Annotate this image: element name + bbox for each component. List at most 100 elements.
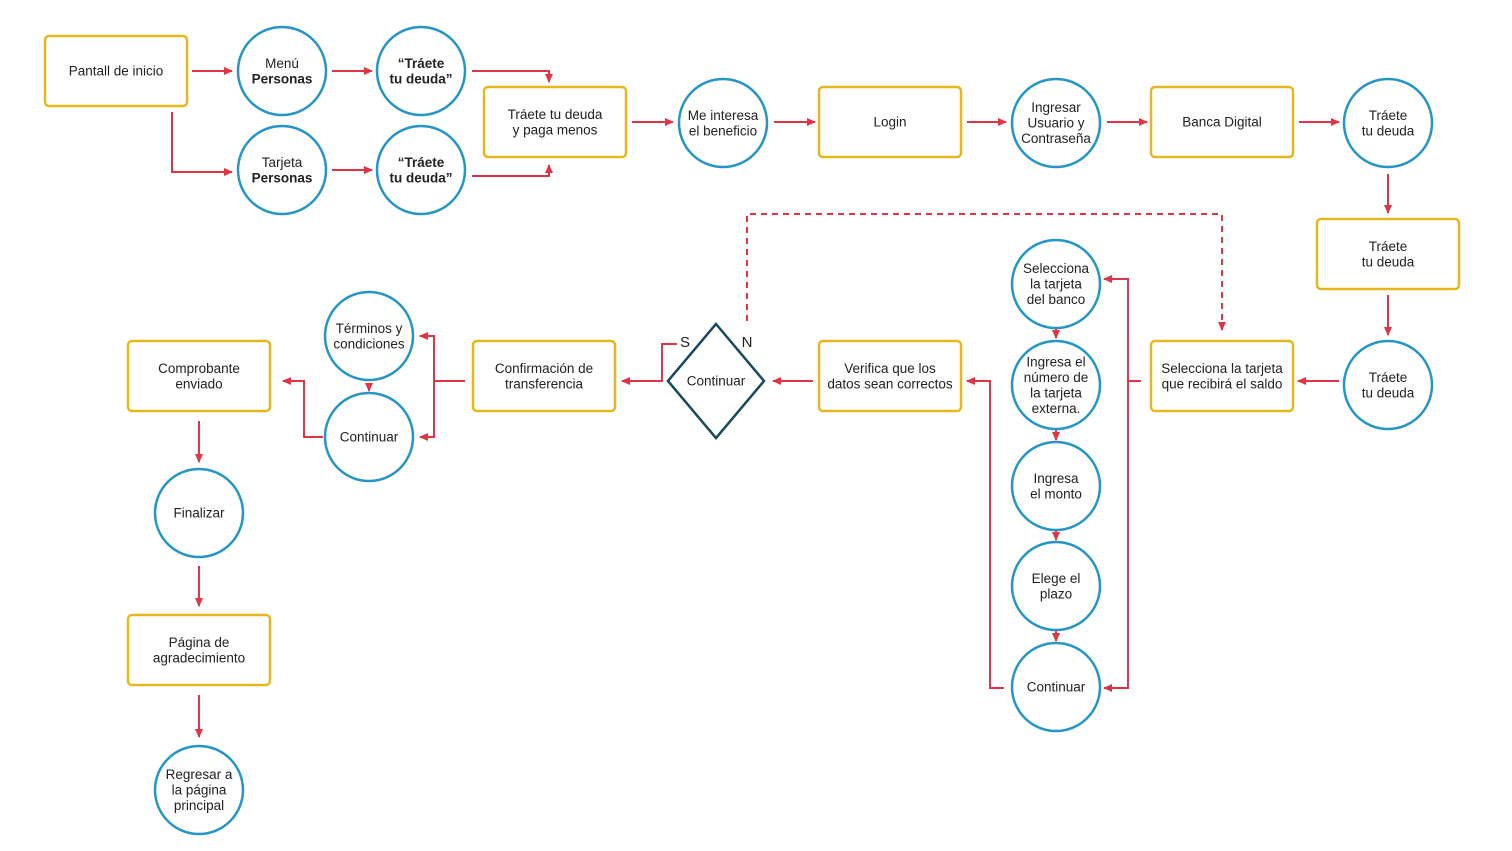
node-label-line: Elege el	[1032, 571, 1081, 586]
node-label-line: Selecciona	[1023, 261, 1090, 276]
step-circle	[1342, 77, 1434, 169]
node-finalizar: Finalizar	[153, 467, 245, 559]
node-label-line: agradecimiento	[153, 650, 245, 665]
node-label-line: “Tráete	[398, 155, 445, 170]
connectors	[171, 67, 1392, 738]
node-label-line: condiciones	[333, 336, 405, 351]
decision-yes-label: S	[680, 334, 690, 351]
node-label-line: Tráete	[1369, 370, 1408, 385]
step-circle	[1010, 440, 1102, 532]
node-label-line: Continuar	[340, 430, 399, 445]
step-circle	[1010, 641, 1102, 733]
node-label-line: Términos y	[336, 321, 403, 336]
node-label-line: el beneficio	[689, 123, 757, 138]
decision-no-label: N	[742, 334, 753, 351]
node-label-line: tu deuda	[1362, 123, 1415, 138]
node-label-line: que recibirá el saldo	[1162, 376, 1283, 391]
node-continuar-b: Continuar	[323, 391, 415, 483]
process-box	[471, 339, 617, 413]
step-circle	[1010, 238, 1102, 330]
node-label-line: tu deuda”	[390, 170, 453, 185]
node-label-line: externa.	[1032, 401, 1081, 416]
node-label-line: del banco	[1027, 292, 1086, 307]
process-box	[1149, 339, 1295, 413]
node-label-line: Contraseña	[1021, 131, 1091, 146]
node-label-line: Selecciona la tarjeta	[1161, 361, 1283, 376]
process-box	[817, 339, 963, 413]
step-circle	[323, 391, 415, 483]
arrow-selecciona-to-col-top	[1103, 275, 1141, 382]
nodes: Pantall de inicioMenúPersonasTarjetaPers…	[43, 25, 1461, 836]
arrow-decision-yes-to-confirmacion	[621, 343, 677, 385]
node-label-line: Tráete	[1369, 108, 1408, 123]
process-box	[43, 34, 189, 108]
node-label-line: Ingresa	[1033, 471, 1079, 486]
node-label-line: Ingresar	[1031, 100, 1081, 115]
step-circle	[153, 744, 245, 836]
arrow-decision-no-loop	[746, 213, 1226, 331]
step-circle	[1010, 77, 1102, 169]
process-box	[1315, 217, 1461, 291]
process-box	[1149, 85, 1295, 159]
node-label-line: Tarjeta	[262, 155, 303, 170]
node-label-line: tu deuda	[1362, 385, 1415, 400]
node-label-line: Banca Digital	[1182, 115, 1262, 130]
node-label-line: Verifica que los	[844, 361, 936, 376]
node-label-line: la tarjeta	[1030, 385, 1082, 400]
node-label-line: Tráete	[1369, 239, 1408, 254]
step-circle	[236, 25, 328, 117]
node-label-line: Continuar	[1027, 680, 1086, 695]
arrow-continuar-to-comprobante	[282, 377, 323, 438]
arrow-traete-a-to-box	[472, 70, 553, 83]
node-label-line: Comprobante	[158, 361, 240, 376]
step-circle	[323, 290, 415, 382]
decision-diamond	[666, 322, 766, 440]
process-box	[482, 85, 628, 159]
step-circle	[153, 467, 245, 559]
node-label-line: transferencia	[505, 376, 584, 391]
step-circle	[375, 25, 467, 117]
arrow-confirmacion-to-terminos	[419, 332, 465, 382]
node-label-line: principal	[174, 798, 224, 813]
node-label-line: plazo	[1040, 586, 1072, 601]
node-label-line: Me interesa	[688, 108, 759, 123]
node-label-line: Menú	[265, 56, 299, 71]
node-label-line: Tráete tu deuda	[508, 107, 603, 122]
node-label-line: tu deuda	[1362, 254, 1415, 269]
step-circle	[1010, 339, 1102, 431]
node-label-line: Usuario y	[1027, 116, 1084, 131]
arrow-selecciona-to-col-bottom	[1103, 381, 1129, 692]
node-label-line: Ingresa el	[1026, 354, 1085, 369]
node-label-line: datos sean correctos	[827, 376, 953, 391]
node-label-line: número de	[1024, 370, 1089, 385]
arrow-confirmacion-to-continuar	[419, 381, 435, 441]
step-circle	[1010, 540, 1102, 632]
node-continuar-col: Continuar	[1010, 641, 1102, 733]
node-inicio: Pantall de inicio	[43, 34, 189, 108]
node-label-line: “Tráete	[398, 56, 445, 71]
node-label-line: Regresar a	[166, 767, 233, 782]
node-label-line: la página	[172, 783, 227, 798]
node-label-line: Personas	[252, 71, 313, 86]
node-label-line: Página de	[169, 635, 230, 650]
process-box	[817, 85, 963, 159]
node-label-line: Login	[873, 115, 906, 130]
arrow-continuar-to-verifica	[966, 377, 1004, 689]
step-circle	[236, 124, 328, 216]
